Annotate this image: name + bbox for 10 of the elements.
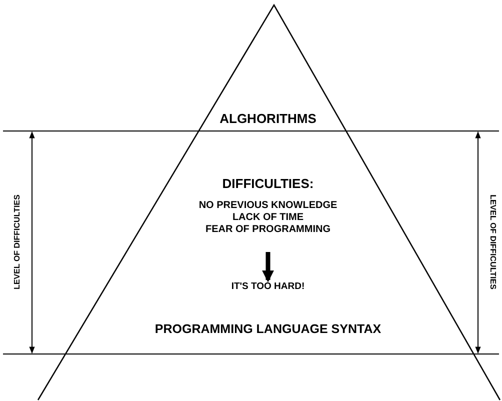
- label: PROGRAMMING LANGUAGE SYNTAX: [154, 322, 382, 337]
- axis-label: LEVEL OF DIFFICULTIES: [12, 194, 22, 290]
- label: NO PREVIOUS KNOWLEDGE: [198, 200, 338, 212]
- label: LACK OF TIME: [232, 212, 304, 224]
- heading: DIFFICULTIES:: [222, 176, 314, 192]
- arrow: [262, 252, 274, 282]
- label: ALGHORITHMS: [220, 111, 316, 127]
- label: IT'S TOO HARD!: [231, 281, 305, 292]
- axis-label: LEVEL OF DIFFICULTIES: [488, 194, 498, 290]
- label: FEAR OF PROGRAMMING: [206, 224, 330, 236]
